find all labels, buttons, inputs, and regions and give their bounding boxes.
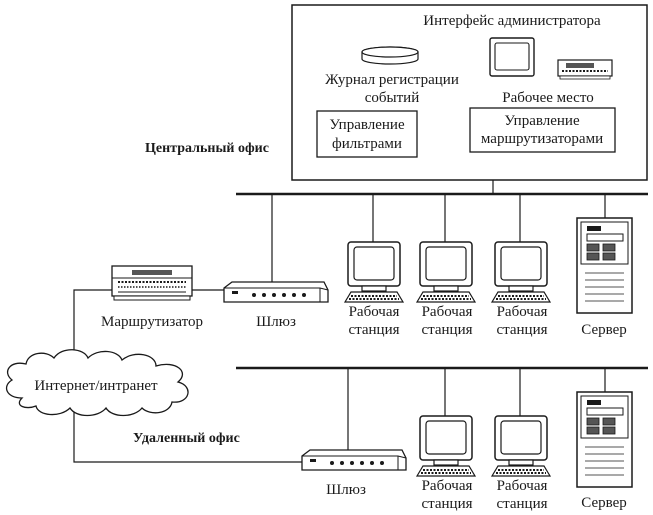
cloud-remote-gateway-link <box>73 412 302 463</box>
router-cloud-link <box>73 289 112 362</box>
central-workstation-1-icon <box>345 242 403 302</box>
router-icon <box>111 265 193 301</box>
admin-interface-title: Интерфейс администратора <box>423 13 601 29</box>
filter-management-line1: Управление <box>329 117 405 133</box>
central-gateway-icon <box>223 281 329 303</box>
remote-gateway-icon <box>301 449 407 471</box>
internet-cloud-icon <box>5 349 189 417</box>
remote-server-label: Сервер <box>581 495 627 511</box>
central-workstation-1-line2: станция <box>348 322 399 338</box>
filter-management-box <box>316 110 418 158</box>
central-workstation-2-line2: станция <box>421 322 472 338</box>
central-server-label: Сервер <box>581 322 627 338</box>
filter-management-line2: фильтрами <box>332 136 402 152</box>
workplace-monitor-icon <box>489 37 535 77</box>
remote-gateway-label: Шлюз <box>326 482 366 498</box>
event-log-label-line1: Журнал регистрации <box>325 72 459 88</box>
remote-workstation-1-line1: Рабочая <box>422 478 473 494</box>
central-workstation-3-line1: Рабочая <box>497 304 548 320</box>
central-workstation-2-icon <box>417 242 475 302</box>
workplace-label: Рабочее место <box>502 90 593 106</box>
remote-workstation-2-line2: станция <box>496 496 547 512</box>
router-label: Маршрутизатор <box>101 314 203 330</box>
workplace-desktop-icon <box>557 59 613 80</box>
remote-workstation-1-icon <box>417 416 475 476</box>
admin-interface-box <box>291 4 648 181</box>
router-management-line1: Управление <box>504 113 580 129</box>
router-management-line2: маршрутизаторами <box>481 131 603 147</box>
remote-server-icon <box>576 391 633 488</box>
event-log-label-line2: событий <box>365 90 419 106</box>
remote-workstation-2-line1: Рабочая <box>497 478 548 494</box>
remote-office-label: Удаленный офис <box>133 431 240 446</box>
router-management-box <box>469 107 616 153</box>
remote-workstation-2-icon <box>492 416 550 476</box>
remote-workstation-1-line2: станция <box>421 496 472 512</box>
event-log-disk-icon <box>361 46 419 65</box>
central-office-label: Центральный офис <box>145 141 269 156</box>
central-server-icon <box>576 217 633 314</box>
central-gateway-label: Шлюз <box>256 314 296 330</box>
internet-cloud-label: Интернет/интранет <box>34 378 158 394</box>
central-workstation-1-line1: Рабочая <box>349 304 400 320</box>
central-workstation-2-line1: Рабочая <box>422 304 473 320</box>
central-workstation-3-icon <box>492 242 550 302</box>
central-workstation-3-line2: станция <box>496 322 547 338</box>
